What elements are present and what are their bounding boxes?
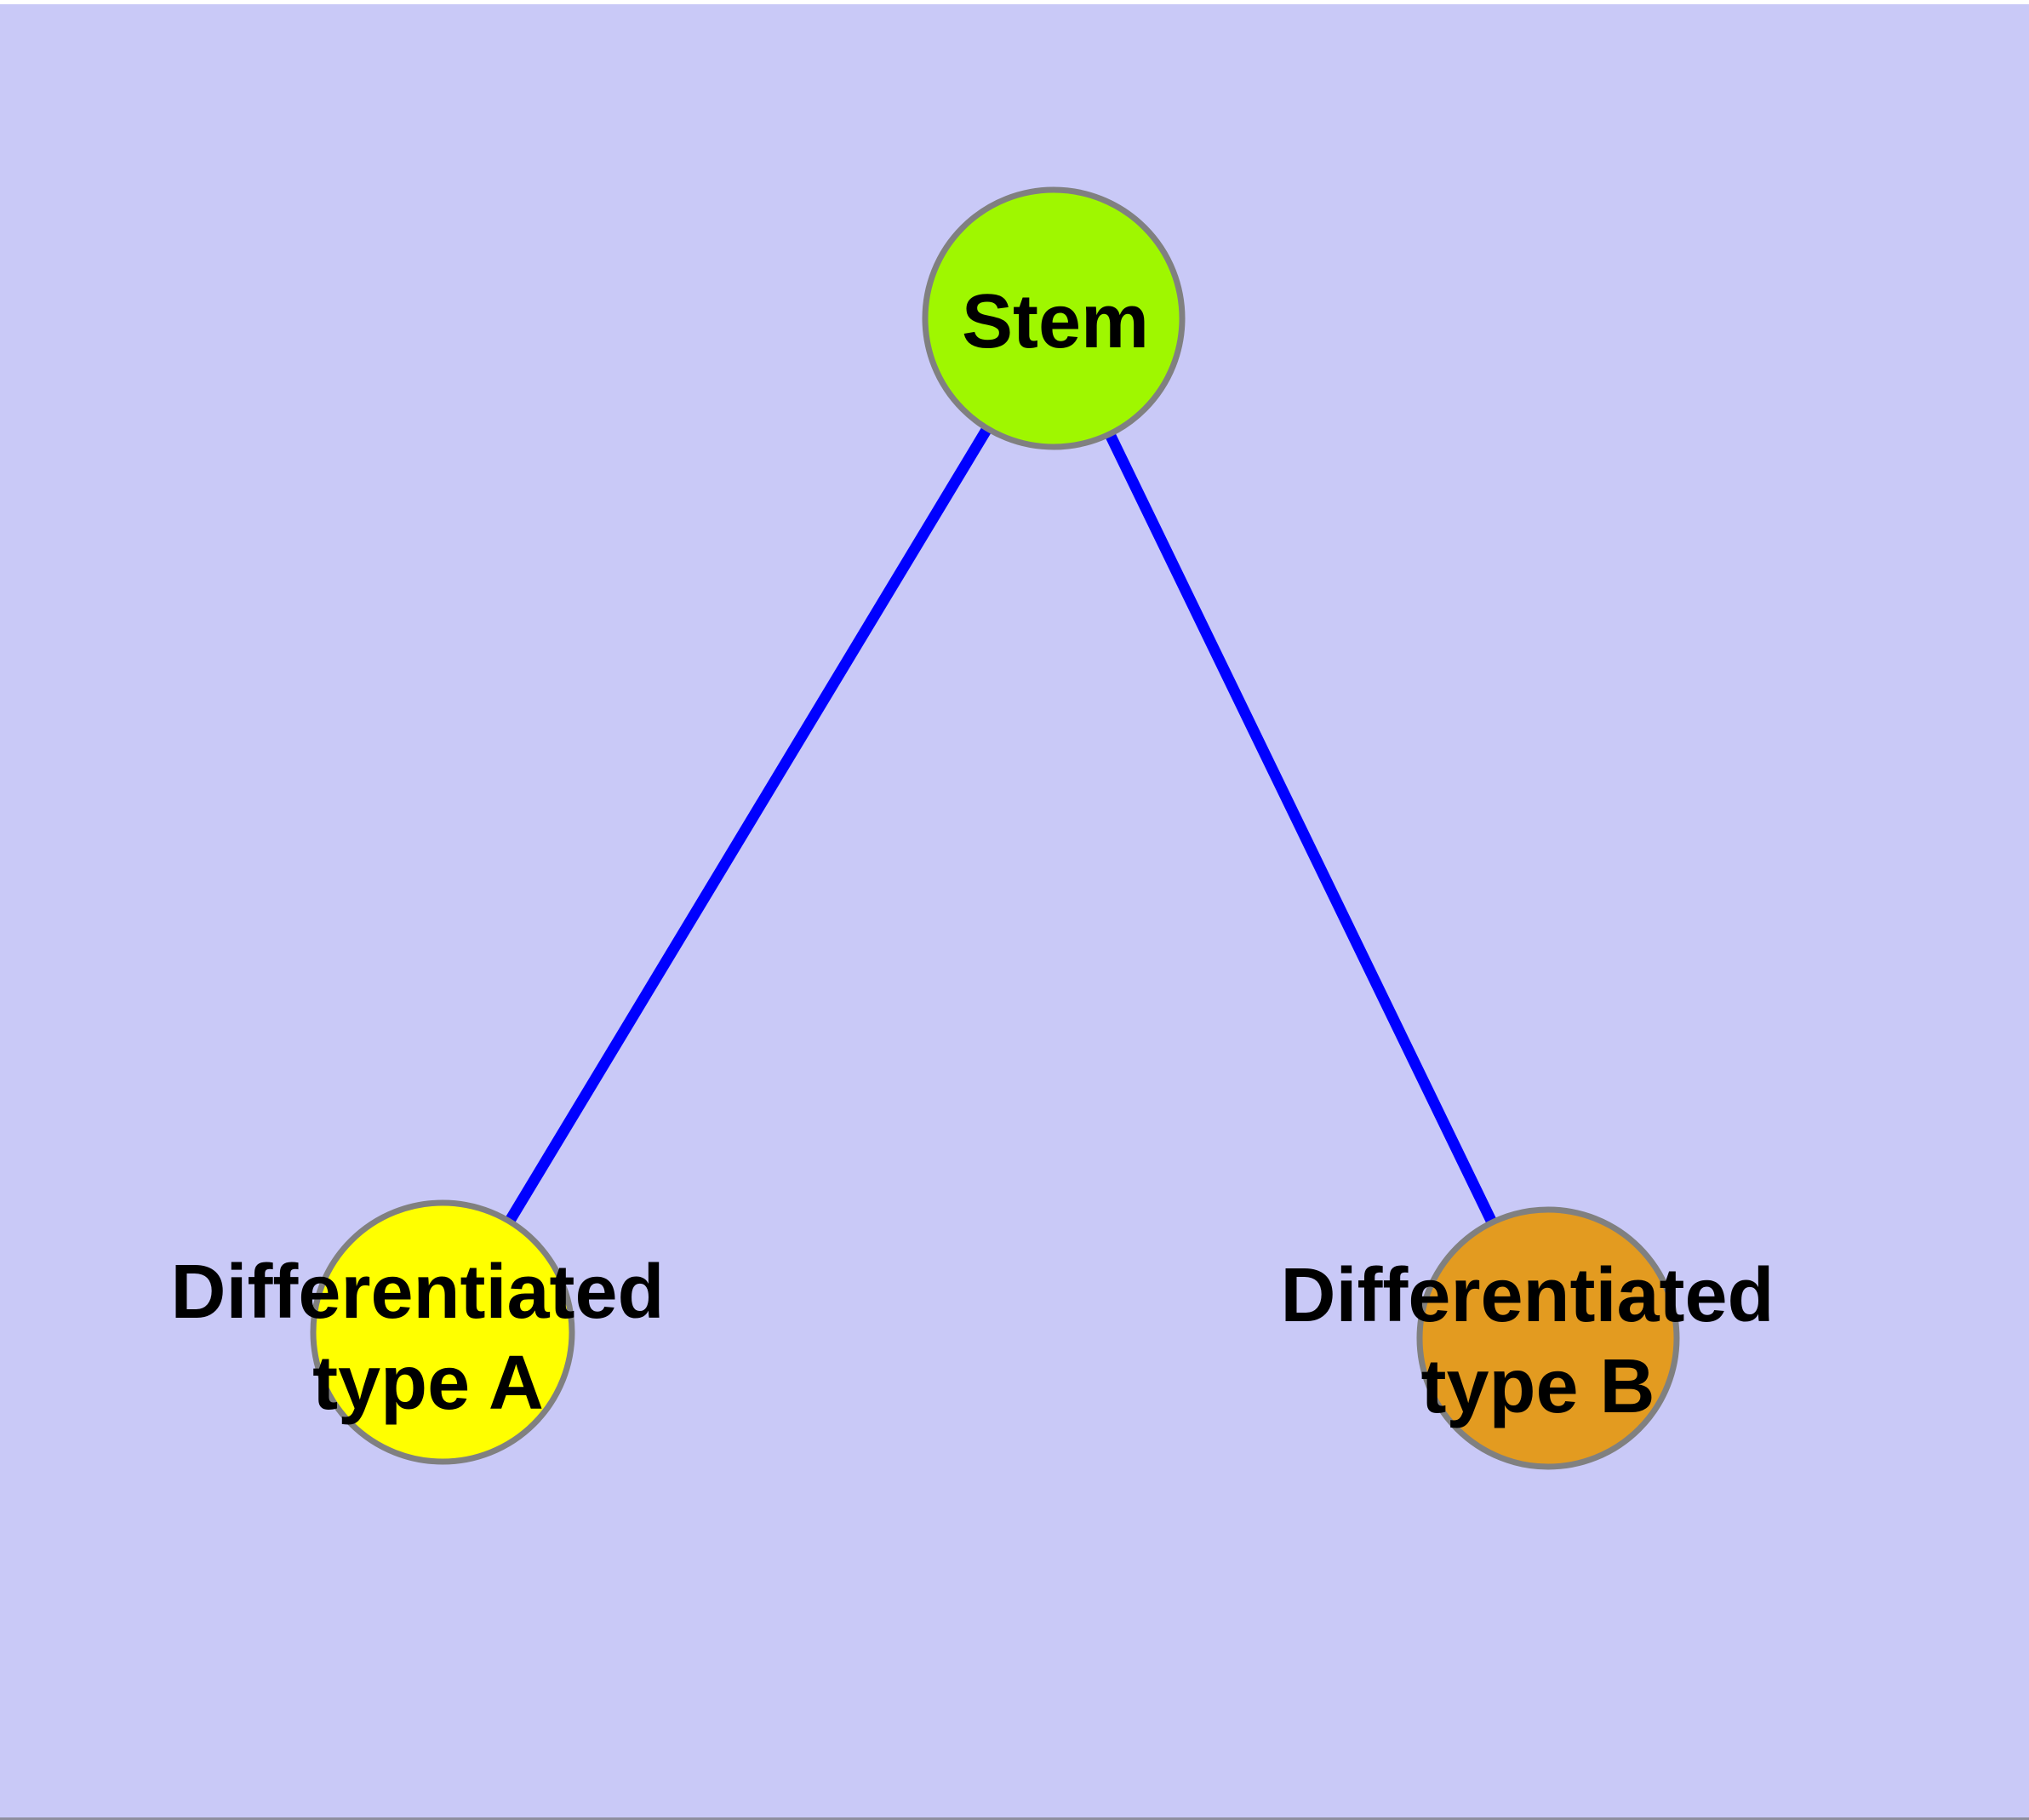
differentiated-type-a-label-line1: Differentiated — [170, 1250, 664, 1335]
differentiated-type-b-label: Differentiated type B — [1280, 1253, 1795, 1429]
edge-stem-to-type-a — [437, 315, 1059, 1336]
label-layer: Stem Differentiated type A Differentiate… — [170, 279, 1795, 1429]
edge-layer — [437, 315, 1553, 1341]
stem-node-label: Stem — [962, 279, 1149, 364]
differentiated-type-a-node[interactable] — [310, 1199, 575, 1465]
node-layer — [310, 186, 1680, 1470]
differentiated-type-b-label-line2: type B — [1420, 1344, 1655, 1429]
differentiated-type-a-label-line2: type A — [312, 1341, 544, 1426]
differentiated-type-a-label: Differentiated type A — [170, 1250, 685, 1426]
edge-stem-to-type-b — [1049, 316, 1553, 1341]
stem-node-label-line1: Stem — [962, 279, 1149, 364]
top-edge-strip — [0, 0, 2029, 4]
stem-node[interactable] — [922, 186, 1186, 450]
differentiated-type-b-label-line1: Differentiated — [1280, 1253, 1774, 1338]
differentiated-type-b-node[interactable] — [1416, 1206, 1680, 1470]
bottom-edge-line — [0, 1817, 2029, 1820]
